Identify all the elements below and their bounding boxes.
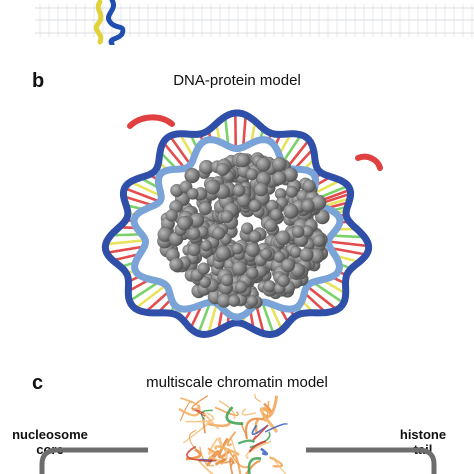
panel-a-fragment (35, 0, 474, 45)
chromatin-ribbon-model (178, 394, 288, 474)
multiscale-chromatin-graphic (39, 394, 437, 474)
right-bracket (306, 447, 437, 474)
histone-octamer-spheres (157, 152, 330, 310)
histone-label-line1: histone (399, 427, 447, 442)
protein-chain-fragment-yellow (93, 0, 104, 45)
panel-c-title: multiscale chromatin model (146, 374, 328, 391)
protein-chain-fragment (106, 0, 126, 45)
dna-overhang-ends (127, 114, 383, 171)
nucleosome-label-line1: nucleosome (12, 427, 88, 442)
nucleosome-dna-protein-model (101, 109, 383, 339)
left-bracket (39, 447, 148, 474)
panel-b-title: DNA-protein model (173, 72, 301, 89)
panel-c-letter: c (32, 372, 44, 394)
dna-backbone-outer (101, 109, 373, 339)
panel-b-letter: b (32, 70, 45, 92)
dna-backbone-inner (130, 136, 344, 321)
grid-ticks (39, 4, 473, 37)
